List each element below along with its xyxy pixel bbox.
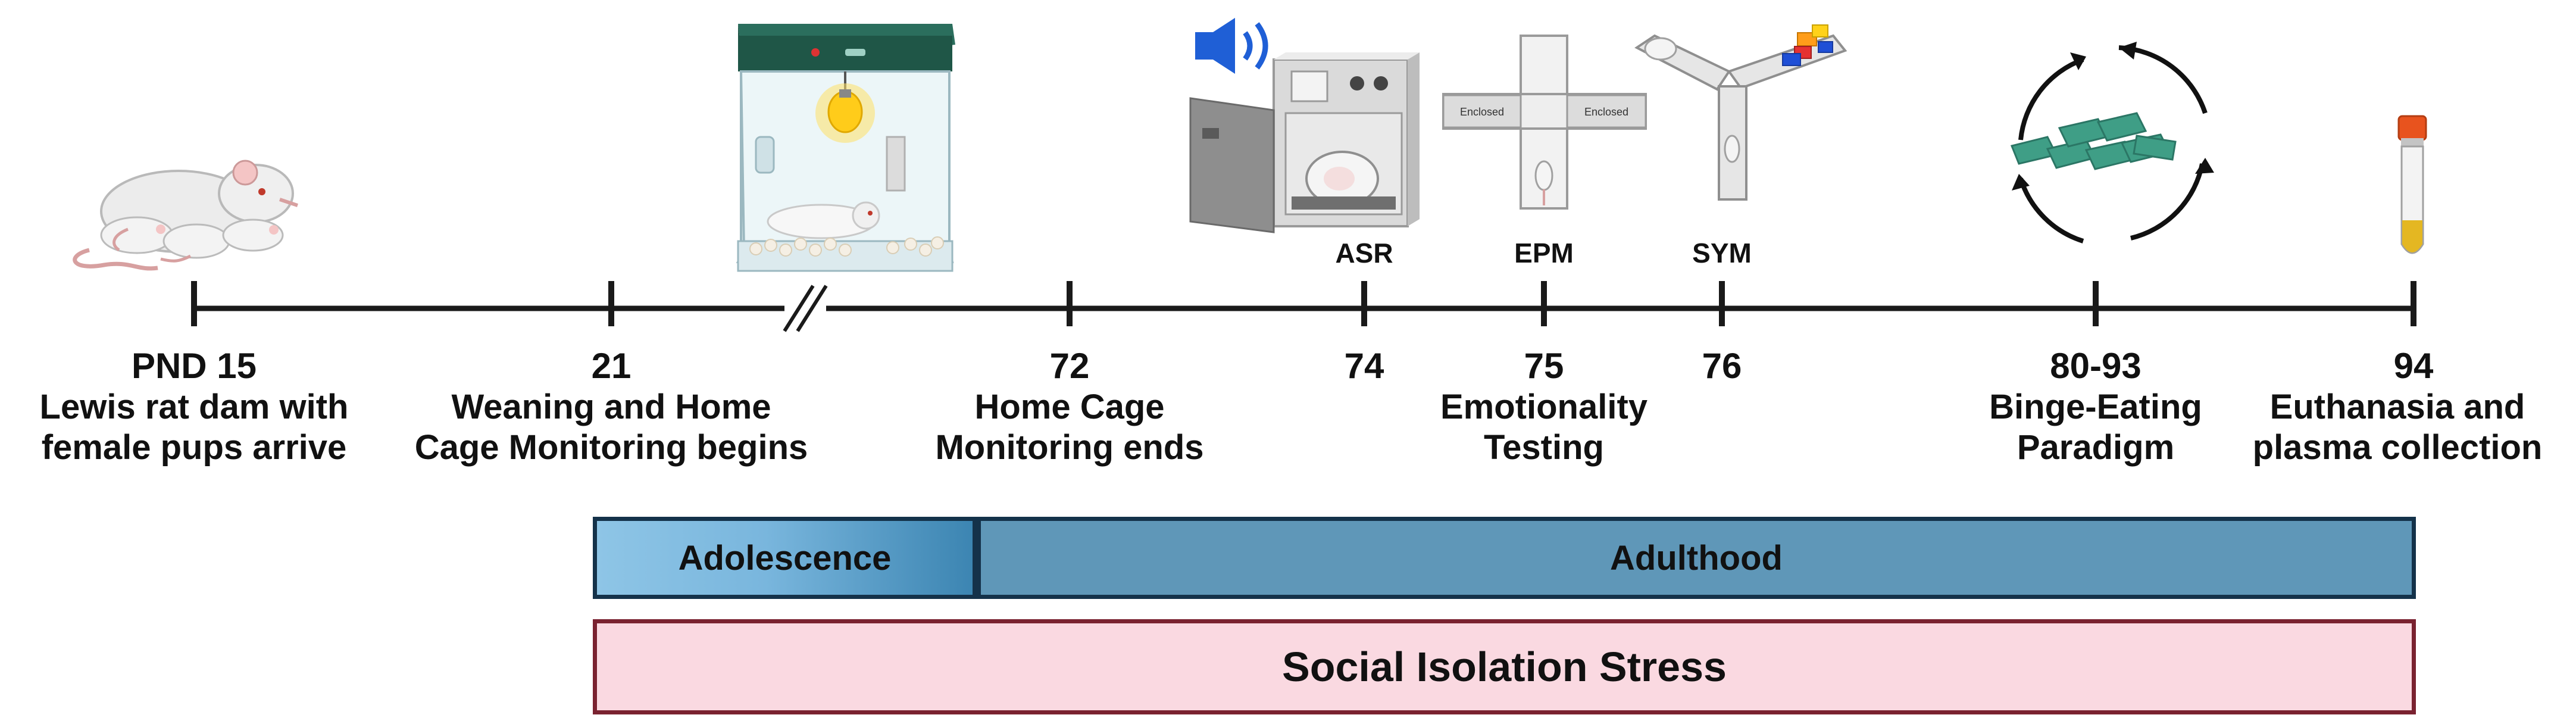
home-cage-monitor-icon xyxy=(736,24,955,272)
speaker-icon xyxy=(1195,18,1268,74)
event-desc-line: Weaning and Home xyxy=(451,388,771,426)
event-desc-line: Monitoring ends xyxy=(935,428,1204,467)
social-isolation-stress-label: Social Isolation Stress xyxy=(1282,644,1727,690)
day-label-75: 75 xyxy=(1524,346,1564,386)
event-desc-pnd15: Lewis rat dam with female pups arrive xyxy=(4,387,384,469)
acoustic-startle-chamber-icon xyxy=(1189,52,1420,233)
elevated-plus-maze-icon: Enclosed Enclosed xyxy=(1442,35,1647,210)
test-label-asr: ASR xyxy=(1335,238,1393,269)
event-desc-line: Lewis rat dam with xyxy=(39,388,349,426)
y-maze-icon xyxy=(1634,24,1847,201)
event-desc-21: Weaning and Home Cage Monitoring begins xyxy=(385,387,837,469)
event-desc-line: Euthanasia and xyxy=(2269,388,2525,426)
event-desc-line: Binge-Eating xyxy=(1989,388,2202,426)
event-desc-line: female pups arrive xyxy=(41,428,347,467)
axis-break-icon xyxy=(783,285,828,332)
adulthood-label: Adulthood xyxy=(1610,538,1783,578)
day-label-76: 76 xyxy=(1702,346,1742,386)
day-label-94: 94 xyxy=(2393,346,2434,386)
event-desc-72: Home Cage Monitoring ends xyxy=(876,387,1263,469)
event-desc-80-93: Binge-Eating Paradigm xyxy=(1947,387,2244,469)
test-label-epm: EPM xyxy=(1514,238,1574,269)
adulthood-period-bar: Adulthood xyxy=(977,517,2416,599)
binge-eating-cycle-icon xyxy=(2010,42,2214,244)
adolescence-period-bar: Adolescence xyxy=(593,517,977,599)
blood-collection-tube-icon xyxy=(2397,115,2427,254)
event-desc-94: Euthanasia and plasma collection xyxy=(2219,387,2576,469)
day-label-72: 72 xyxy=(1049,346,1090,386)
event-desc-line: plasma collection xyxy=(2252,428,2543,467)
svg-text:Enclosed: Enclosed xyxy=(1460,106,1504,118)
event-desc-line: Testing xyxy=(1484,428,1604,467)
rat-with-pups-icon xyxy=(73,160,298,271)
day-label-pnd15: PND 15 xyxy=(131,346,257,386)
event-desc-line: Emotionality xyxy=(1440,388,1648,426)
event-desc-line: Paradigm xyxy=(2017,428,2175,467)
social-isolation-stress-bar: Social Isolation Stress xyxy=(593,619,2416,714)
event-desc-line: Cage Monitoring begins xyxy=(414,428,808,467)
svg-text:Enclosed: Enclosed xyxy=(1584,106,1628,118)
event-desc-75: Emotionality Testing xyxy=(1365,387,1722,469)
event-desc-line: Home Cage xyxy=(974,388,1165,426)
day-label-80-93: 80-93 xyxy=(2050,346,2142,386)
adolescence-label: Adolescence xyxy=(678,538,892,578)
day-label-74: 74 xyxy=(1344,346,1384,386)
day-label-21: 21 xyxy=(591,346,632,386)
test-label-sym: SYM xyxy=(1692,238,1752,269)
